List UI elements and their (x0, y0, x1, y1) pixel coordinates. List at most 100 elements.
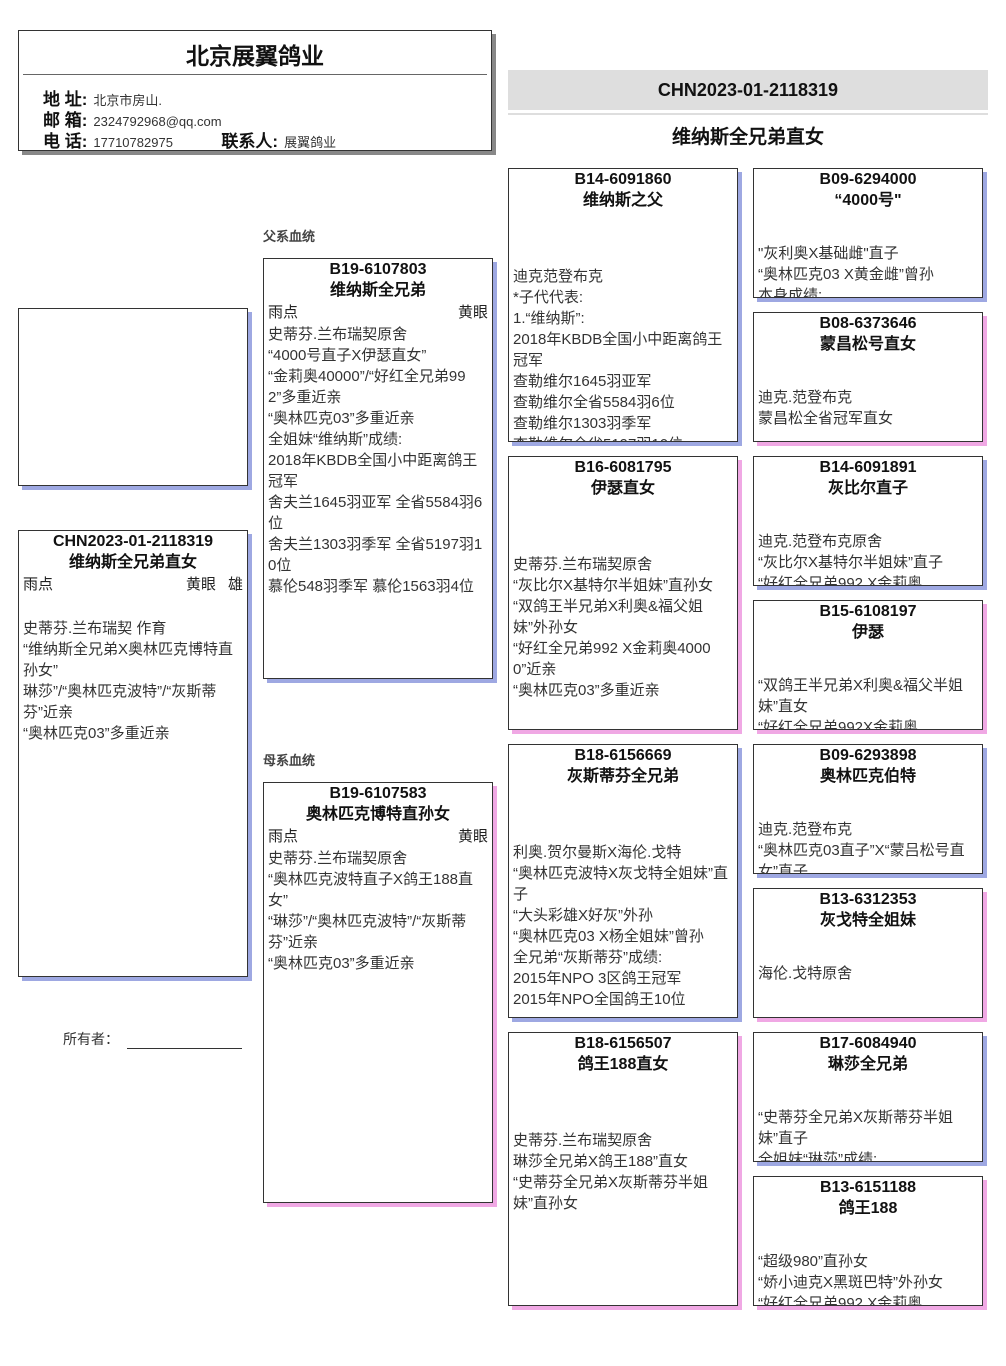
breeder-info-card: 北京展翼鸽业 地 址:北京市房山. 邮 箱:2324792968@qq.com … (18, 30, 492, 151)
pigeon-name: 维纳斯全兄弟 (329, 282, 426, 299)
note-line: 2015年NPO全国鸽王10位 (513, 991, 686, 1008)
ring-number: B14-6091891 (819, 459, 917, 476)
note-line: 迪克.范登布克 (758, 389, 853, 406)
pigeon-notes: 迪克.范登布克蒙昌松全省冠军直女 (754, 387, 982, 429)
note-line: “好红全兄弟992X金莉奥 (758, 719, 919, 730)
note-line: 查勒维尔全省5197羽10位 (513, 434, 733, 441)
note-line: “奥林匹克03”多重近亲 (268, 955, 415, 972)
ring-number: B09-6293898 (819, 747, 917, 764)
ring-number: CHN2023-01-2118319 (52, 533, 214, 550)
contact-value: 展翼鸽业 (284, 135, 337, 150)
dam-line-label: 母系血统 (263, 753, 316, 768)
ring-number: B09-6294000 (819, 171, 917, 188)
note-line: 蒙昌松全省冠军直女 (758, 410, 894, 427)
note-line: 迪克范登布克 (513, 268, 604, 285)
note-line: “维纳斯全兄弟X奥林匹克博特直孙女” (23, 641, 234, 679)
pigeon-name: 琳莎全兄弟 (827, 1056, 908, 1073)
pigeon-name: 奥林匹克伯特 (819, 768, 916, 785)
pigeon-notes: 迪克.范登布克原舍“灰比尔X基特尔半姐妹”直子“好红全兄弟992 X金莉奥 (754, 531, 982, 585)
owner-signature-line[interactable] (127, 1034, 242, 1049)
note-line: 史蒂芬.兰布瑞契原舍 (268, 326, 408, 343)
phone-value: 17710782975 (93, 135, 173, 150)
pigeon-card-ssd[interactable]: B08-6373646 蒙昌松号直女迪克.范登布克蒙昌松全省冠军直女 (753, 312, 983, 442)
ring-number: B18-6156669 (574, 747, 672, 764)
eye-and-sex: 黄眼 (446, 302, 488, 323)
email-value: 2324792968@qq.com (93, 114, 222, 129)
pigeon-card-ds[interactable]: B18-6156669 灰斯蒂芬全兄弟利奥.贺尔曼斯X海伦.戈特 “奥林匹克波特X灰… (508, 744, 738, 1018)
owner-label: 所有者： (63, 1031, 119, 1047)
ring-number: B19-6107803 (329, 261, 427, 278)
ring-number: B13-6312353 (819, 891, 917, 908)
pigeon-attributes: 雨点黄眼雄 (19, 574, 247, 595)
pigeon-card-sss[interactable]: B09-6294000“4000号""灰利奥X基础雌"直子“奥林匹克03 X黄金… (753, 168, 983, 298)
note-line: “奥林匹克03”多重近亲 (23, 725, 170, 742)
note-line: “娇小迪克X黑斑巴特”外孙女 (758, 1274, 943, 1291)
note-line: 利奥.贺尔曼斯X海伦.戈特 (513, 844, 682, 861)
pigeon-name: 灰斯蒂芬全兄弟 (566, 768, 679, 785)
pigeon-notes: “双鸽王半兄弟X利奥&福父半姐妹”直女 “好红全兄弟992X金莉奥 (754, 675, 982, 730)
pigeon-notes: "灰利奥X基础雌"直子 “奥林匹克03 X黄金雌”曾孙本身成绩: (754, 243, 982, 298)
note-line: “灰比尔X基特尔半姐妹”直孙女 (513, 577, 713, 594)
note-line: 舍夫兰1645羽亚军 全省5584羽6位 (268, 494, 483, 532)
pigeon-notes: “超级980”直孙女 “娇小迪克X黑斑巴特”外孙女 “好红全兄弟992 X金莉奥 (754, 1251, 982, 1306)
ring-number: B17-6084940 (819, 1035, 917, 1052)
pedigree-ring-title: CHN2023-01-2118319 (508, 70, 988, 110)
note-line: *子代代表: (513, 289, 584, 306)
pigeon-card-dd[interactable]: B18-6156507 鸽王188直女史蒂芬.兰布瑞契原舍琳莎全兄弟X鸽王188”… (508, 1032, 738, 1306)
pigeon-name: 奥林匹克博特直孙女 (305, 806, 450, 823)
note-line: 2015年NPO 3区鸽王冠军 (513, 970, 682, 987)
ring-number: B16-6081795 (574, 459, 672, 476)
eye-color: 黄眼 (457, 828, 488, 845)
note-line: “双鸽王半兄弟X利奥&福父姐妹”外孙女 (513, 598, 704, 636)
pigeon-name: 鸽王188直女 (577, 1056, 669, 1073)
owner-field[interactable]: 所有者： (63, 1029, 242, 1049)
pigeon-card-dss[interactable]: B09-6293898 奥林匹克伯特迪克.范登布克“奥林匹克03直子”X“蒙吕松号… (753, 744, 983, 874)
feather-color: 雨点 (268, 828, 299, 845)
address-label: 地 址: (43, 90, 88, 109)
note-line: 全姐妹“琳莎”成绩: (758, 1151, 878, 1162)
pigeon-card-dam[interactable]: B19-6107583 奥林匹克博特直孙女雨点 黄眼史蒂芬.兰布瑞契原舍“奥林匹克波… (263, 782, 493, 1203)
note-line: "灰利奥X基础雌"直子 (758, 245, 899, 262)
ring-number: B08-6373646 (819, 315, 917, 332)
pigeon-notes: 史蒂芬.兰布瑞契原舍“奥林匹克波特直子X鸽王188直女”“琳莎”/“奥林匹克波特… (264, 848, 492, 974)
note-line: 迪克.范登布克原舍 (758, 533, 883, 550)
phone-row: 电 话: 17710782975 联系人: 展翼鸽业 (43, 127, 336, 152)
pigeon-notes: 迪克范登布克*子代代表:1.“维纳斯”:2018年KBDB全国小中距离鸽王冠军查… (509, 266, 737, 441)
note-line: “双鸽王半兄弟X利奥&福父半姐妹”直女 (758, 677, 964, 715)
note-line: 海伦.戈特原舍 (758, 965, 853, 982)
note-line: “好红全兄弟992 X金莉奥40000”近亲 (513, 640, 711, 678)
contact-label: 联系人: (221, 132, 279, 151)
ring-number: B18-6156507 (574, 1035, 672, 1052)
note-line: 史蒂芬.兰布瑞契 作育 (23, 620, 167, 637)
pigeon-name: 蒙昌松号直女 (819, 336, 916, 353)
note-line: 全姐妹“维纳斯”成绩: (268, 431, 403, 448)
pigeon-notes: 史蒂芬.兰布瑞契原舍琳莎全兄弟X鸽王188”直女“史蒂芬全兄弟X灰斯蒂芬半姐妹”… (509, 1130, 737, 1214)
ring-number: B19-6107583 (329, 785, 427, 802)
phone-label: 电 话: (43, 132, 88, 151)
pigeon-name: 维纳斯之父 (582, 192, 663, 209)
eye-color: 黄眼 (457, 304, 488, 321)
pigeon-notes: 利奥.贺尔曼斯X海伦.戈特“奥林匹克波特X灰戈特全姐妹”直子“大头彩雄X好灰”外… (509, 842, 737, 1010)
note-line: “奥林匹克波特X灰戈特全姐妹”直子 (513, 865, 728, 903)
note-line: “好红全兄弟992 X金莉奥 (758, 1295, 923, 1306)
note-line: “超级980”直孙女 (758, 1253, 869, 1270)
breeder-name: 北京展翼鸽业 (186, 43, 324, 69)
note-line: “奥林匹克03 X黄金雌”曾孙 (758, 266, 934, 283)
sire-line-label: 父系血统 (263, 229, 316, 244)
note-line: 迪克.范登布克 (758, 821, 853, 838)
pigeon-notes: 迪克.范登布克“奥林匹克03直子”X“蒙吕松号直女”直子 (754, 819, 982, 873)
note-line: 本身成绩: (758, 287, 823, 298)
pedigree-name-title: 维纳斯全兄弟直女 (671, 127, 824, 148)
pigeon-notes: 史蒂芬.兰布瑞契原舍“灰比尔X基特尔半姐妹”直孙女“双鸽王半兄弟X利奥&福父姐妹… (509, 554, 737, 701)
email-row: 邮 箱:2324792968@qq.com (43, 106, 222, 131)
title-divider (508, 113, 988, 115)
